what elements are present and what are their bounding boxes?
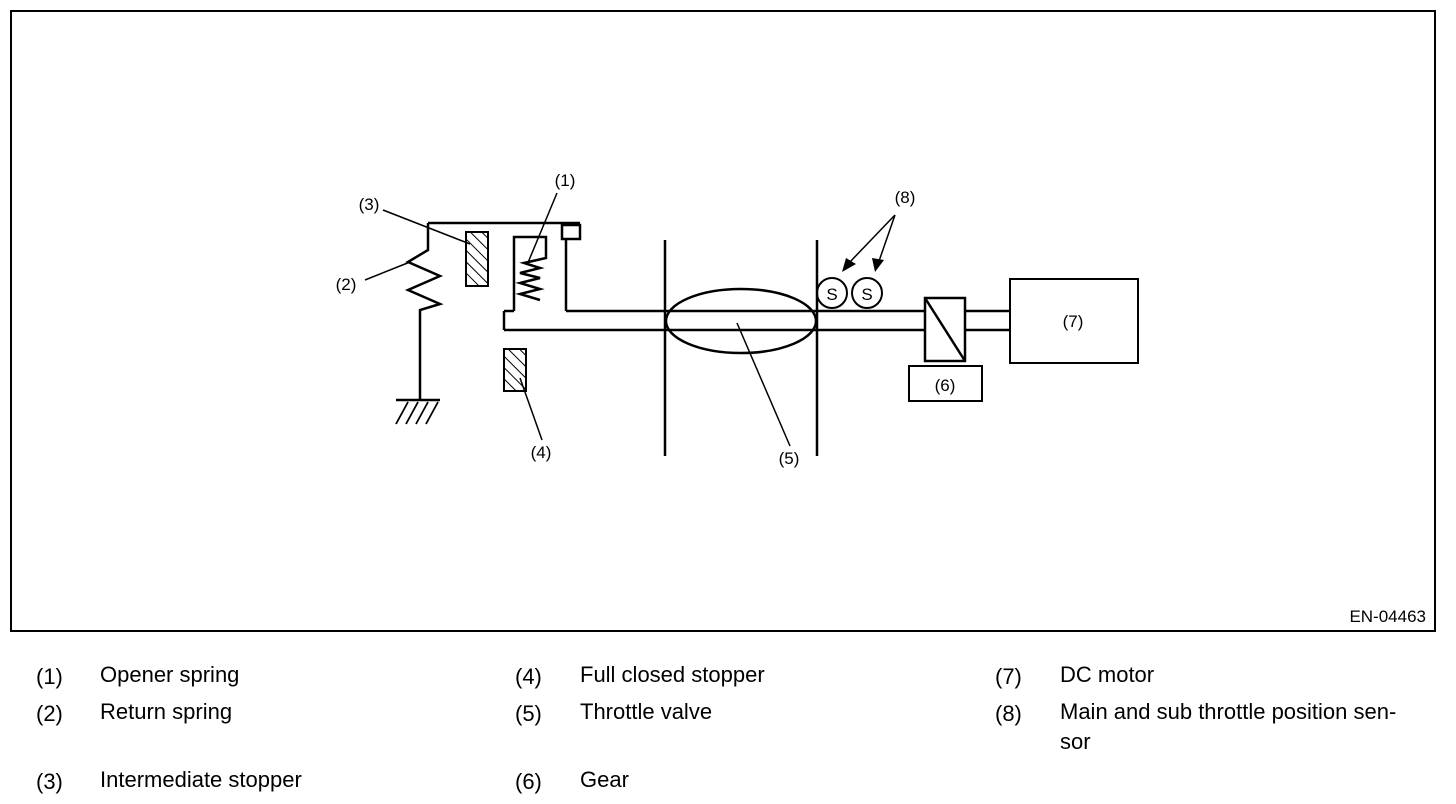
diagram-frame [10,10,1436,632]
leader-5 [736,322,791,447]
sub-sensor-circle [851,277,883,309]
legend-text-5: Throttle valve [580,699,713,724]
leader-3 [382,209,471,245]
intermediate-stopper [465,231,489,287]
callout-1: (1) [555,171,576,190]
leader-8b [877,214,896,265]
gear-box [908,365,983,402]
legend-num-8: (8) [995,701,1022,726]
throttle-valve [664,287,818,355]
legend-text-2: Return spring [100,699,233,724]
main-sensor-letter: S [826,285,837,304]
plate-tab [560,223,582,241]
legend-text-1: Opener spring [100,662,240,687]
sub-sensor-letter: S [861,285,872,304]
throttle-diagram: S S (1) (2) (3) (4) (5) (6) (7) (8) [336,171,1139,468]
legend-text-3: Intermediate stopper [100,767,302,792]
legend-num-7: (7) [995,664,1022,689]
leader-1 [526,192,558,266]
legend-num-2: (2) [36,701,63,726]
callout-4: (4) [531,443,552,462]
callout-5: (5) [779,449,800,468]
leader-2 [364,261,411,281]
return-spring [404,237,444,400]
figure-code: EN-04463 [1349,607,1426,626]
arrowhead-8a [842,258,856,272]
opener-spring-bracket [512,235,548,311]
legend-num-6: (6) [515,769,542,794]
leader-8a [847,214,896,265]
legend-num-4: (4) [515,664,542,689]
legend-num-3: (3) [36,769,63,794]
callout-6: (6) [935,376,956,395]
dc-motor-box [1009,278,1139,364]
callout-7: (7) [1063,312,1084,331]
callout-2: (2) [336,275,357,294]
legend-text-7: DC motor [1060,662,1155,687]
legend-text-4: Full closed stopper [580,662,765,687]
legend-text-8: Main and sub throttle position sen-sor [1060,699,1397,754]
opener-spring [515,250,548,302]
callout-3: (3) [359,195,380,214]
arrowhead-8b [872,258,884,272]
legend-text-6: Gear [580,767,629,792]
callout-8: (8) [895,188,916,207]
legend-num-5: (5) [515,701,542,726]
main-sensor-circle [816,277,848,309]
legend-num-1: (1) [36,664,63,689]
leader-4 [519,377,543,441]
